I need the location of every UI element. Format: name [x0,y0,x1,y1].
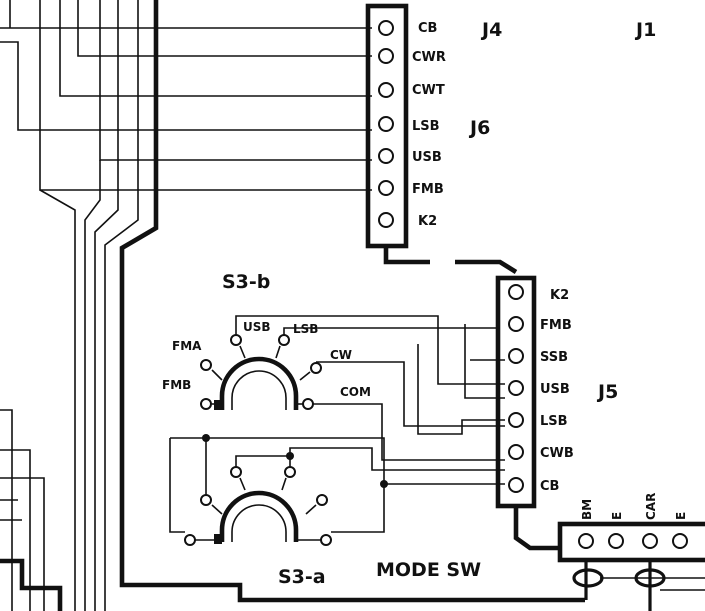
j5-pin-label: LSB [540,414,568,429]
upper-pin-label: USB [412,150,442,165]
strip-link-wire [383,246,430,265]
j5-pin-label: CB [540,479,559,494]
upper-pin-label: LSB [412,119,440,134]
upper-pin-label: CWR [412,50,446,65]
upper-pin-label: FMB [412,182,444,197]
lower-left-wires [0,409,45,611]
j5-connector-strip [495,275,537,509]
deck-b-label: S3-b [222,271,270,293]
deck-a-wires [169,434,505,533]
contact-label-lsb: LSB [293,322,318,336]
j5-pin-label: CWB [540,446,574,461]
switch-deck-b [200,334,322,410]
connector-label-j5: J5 [596,381,618,403]
bottom-right-connector [557,521,705,611]
bottom-pin-label: E [674,512,688,520]
connector-label-j6: J6 [468,117,490,139]
bottom-pin-label: BM [580,499,594,520]
j5-to-bottom-wire [513,506,560,551]
contact-label-usb: USB [243,320,271,334]
upper-pin-label: CB [418,21,437,36]
connector-label-j4: J4 [480,19,502,41]
deck-b-wires [235,315,505,461]
j5-pin-label: USB [540,382,570,397]
j5-pin-label: K2 [550,288,569,303]
bottom-pin-label: E [610,512,624,520]
j5-pin-label: SSB [540,350,568,365]
connector-label-j1: J1 [634,19,656,41]
j5-pin-label: FMB [540,318,572,333]
upper-wire-bundle [0,0,585,611]
contact-label-cw: CW [330,348,352,362]
upper-connector-strip [365,3,409,249]
contact-label-fmb: FMB [162,378,191,392]
contact-label-com: COM [340,385,371,399]
switch-deck-a [184,466,332,546]
mode-switch-label: MODE SW [376,559,481,581]
bottom-pin-label: CAR [644,493,658,520]
contact-label-fma: FMA [172,339,202,353]
deck-a-label: S3-a [278,566,326,588]
upper-pin-label: CWT [412,83,445,98]
upper-pin-label: K2 [418,214,437,229]
